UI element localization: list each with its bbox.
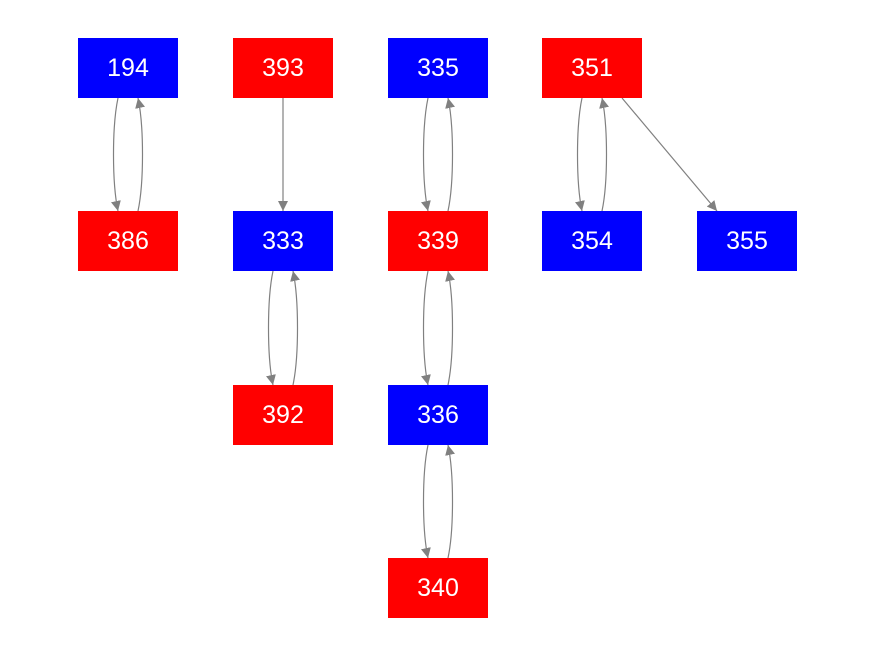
node-339: 339 xyxy=(388,211,488,271)
edge-194-to-386 xyxy=(111,97,121,212)
node-355: 355 xyxy=(697,211,797,271)
edge-336-to-340 xyxy=(421,444,431,559)
node-386: 386 xyxy=(78,211,178,271)
edge-339-to-335 xyxy=(445,97,455,212)
node-392: 392 xyxy=(233,385,333,445)
node-194: 194 xyxy=(78,38,178,98)
node-336: 336 xyxy=(388,385,488,445)
edge-335-to-339 xyxy=(421,97,431,212)
edge-392-to-333 xyxy=(290,270,300,386)
edge-351-to-354 xyxy=(575,97,585,212)
edge-386-to-194 xyxy=(135,97,145,212)
node-351: 351 xyxy=(542,38,642,98)
node-340: 340 xyxy=(388,558,488,618)
node-335: 335 xyxy=(388,38,488,98)
edge-340-to-336 xyxy=(445,444,455,559)
node-354: 354 xyxy=(542,211,642,271)
edge-336-to-339 xyxy=(445,270,455,386)
edge-354-to-351 xyxy=(599,97,609,212)
node-393: 393 xyxy=(233,38,333,98)
edge-351-to-355 xyxy=(621,97,718,212)
edge-333-to-392 xyxy=(266,270,276,386)
node-333: 333 xyxy=(233,211,333,271)
edge-339-to-336 xyxy=(421,270,431,386)
